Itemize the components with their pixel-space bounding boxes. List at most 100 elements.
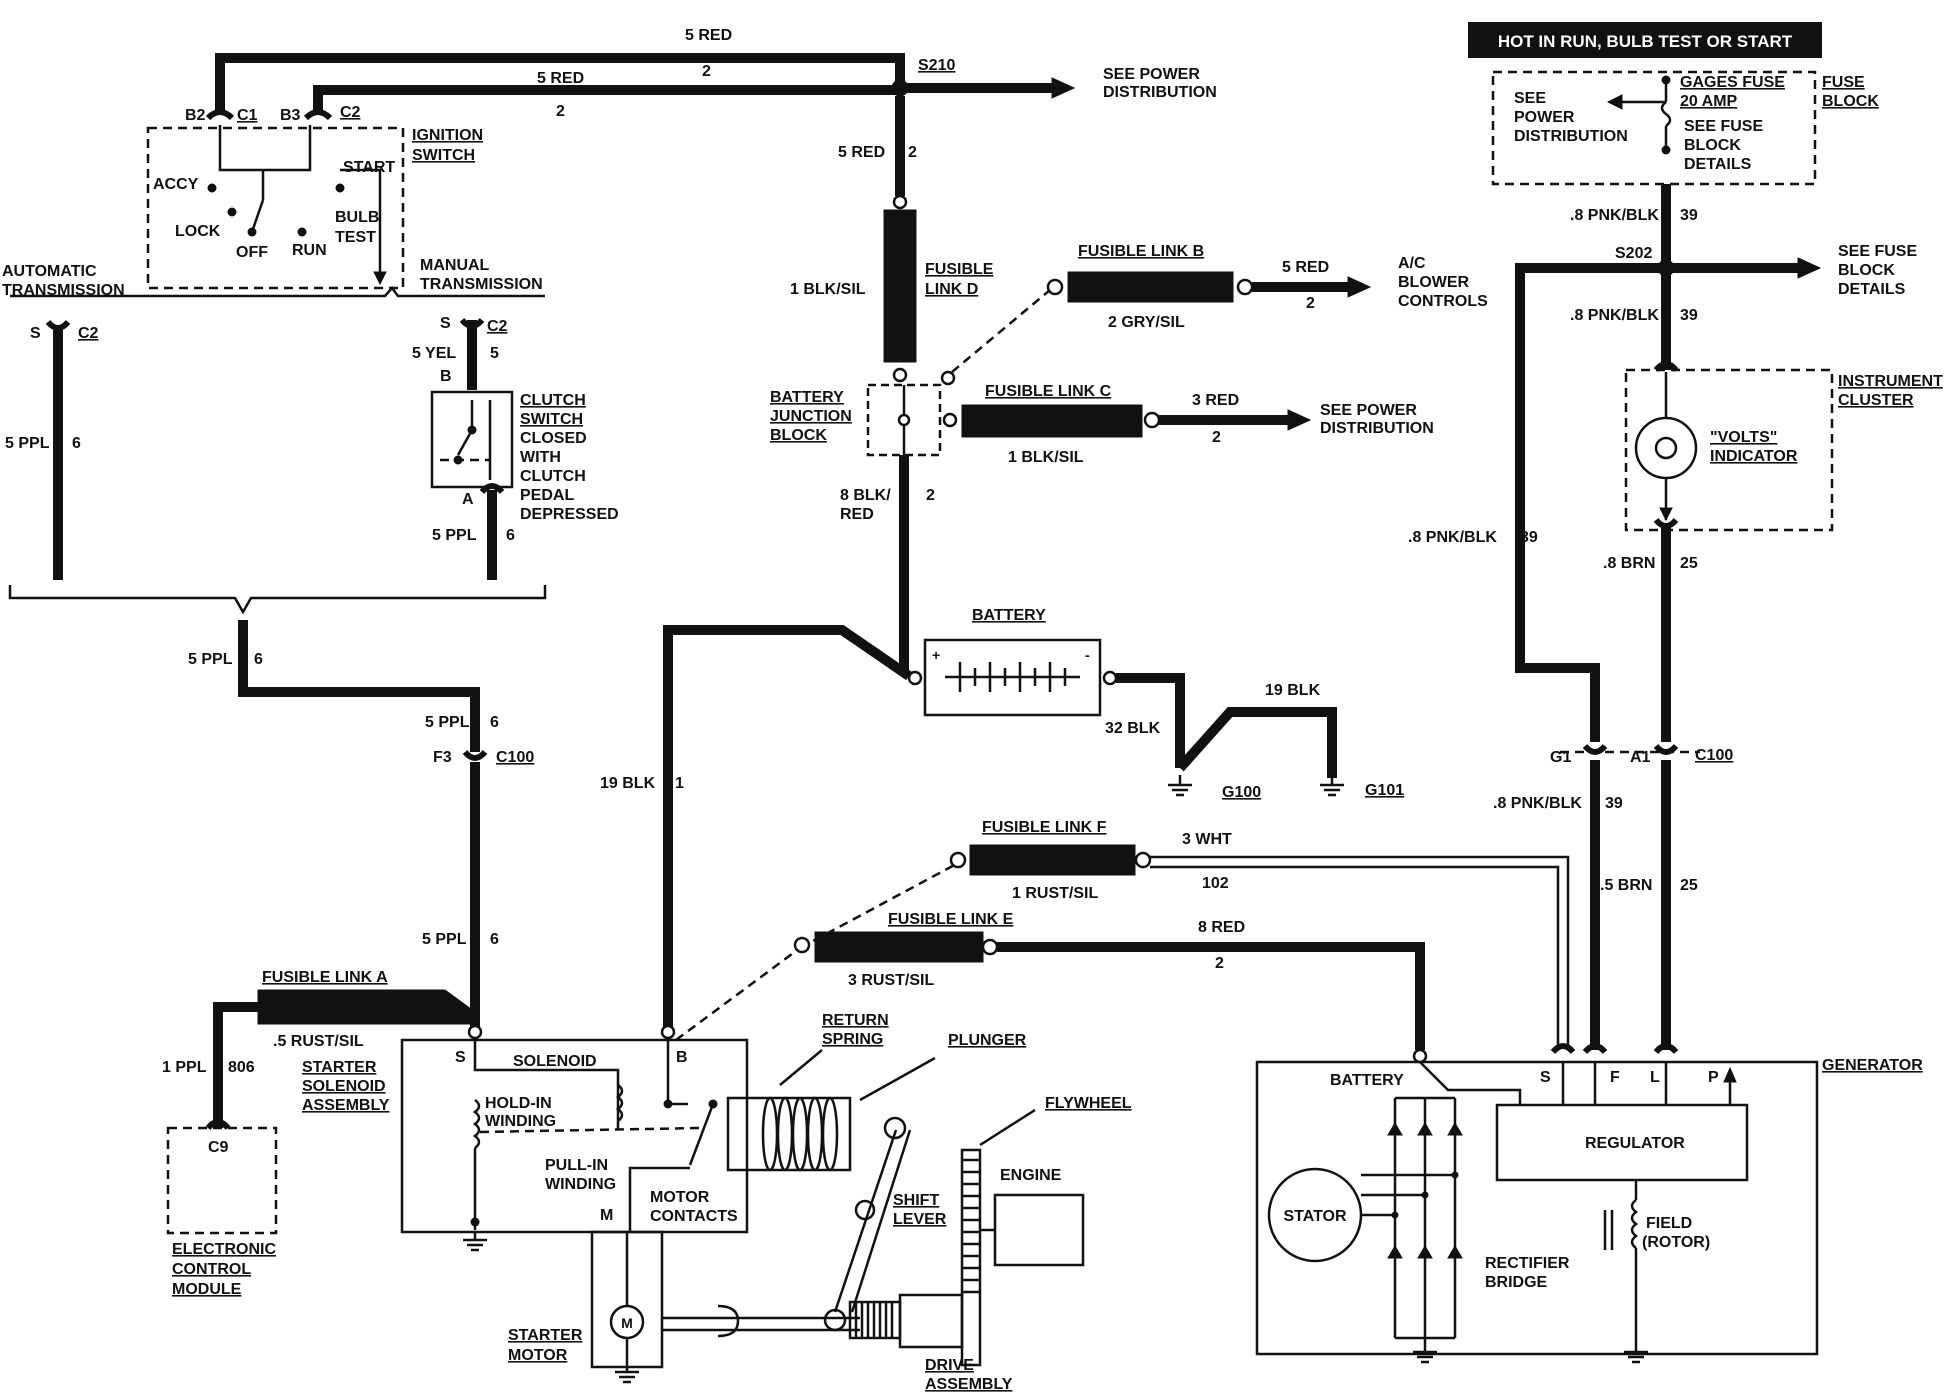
wire-5red-mid (313, 85, 900, 112)
return-spring (761, 1096, 839, 1172)
label-test: TEST (335, 229, 376, 246)
volts-coil (1654, 436, 1678, 460)
label-c2-ign: C2 (340, 104, 361, 121)
leader-flywheel (979, 1108, 1036, 1147)
label-19blk-left-num: 1 (675, 775, 684, 792)
clutch-blade (456, 429, 474, 456)
field-coil (1630, 1199, 1639, 1249)
motor-ground (615, 1370, 639, 1384)
label-5ppl-clutch-num: 6 (506, 527, 515, 544)
battery-neg-terminal (1102, 670, 1118, 686)
generator-ground-1 (1413, 1338, 1437, 1364)
label-drive-1: DRIVE (925, 1357, 974, 1374)
label-flywheel: FLYWHEEL (1045, 1095, 1132, 1112)
label-off: OFF (236, 244, 268, 261)
wire-3wht-b (1150, 865, 1560, 1050)
label-field-1: FIELD (1646, 1215, 1692, 1232)
label-automatic-trans: TRANSMISSION (2, 282, 125, 299)
shift-lever-pivot (854, 1199, 876, 1221)
label-5red-vert: 5 RED (838, 144, 885, 161)
label-brn-top: .8 BRN (1603, 555, 1655, 572)
label-see-power-dist-1: SEE POWER (1103, 66, 1200, 83)
regulator-box (1495, 1103, 1749, 1182)
label-3wht: 3 WHT (1182, 831, 1232, 848)
node-link-b-right (1236, 278, 1254, 296)
gen-bat-lead (1419, 1061, 1522, 1105)
fusible-link-a (257, 989, 476, 1025)
label-5red-vert-num: 2 (908, 144, 917, 161)
leader-plunger (859, 1056, 936, 1102)
label-1ppl-num: 806 (228, 1059, 255, 1076)
label-5red-mid-num: 2 (556, 103, 565, 120)
solenoid-ground (463, 1232, 487, 1252)
node-top-link-d (892, 194, 908, 210)
motor-contact-m-line (628, 1166, 690, 1232)
solenoid-box (400, 1038, 749, 1234)
label-c100-left: C100 (496, 749, 534, 766)
label-c1: C1 (237, 107, 258, 124)
wire-8red (997, 942, 1425, 1050)
flywheel (960, 1148, 982, 1367)
label-gry-sil-b: 2 GRY/SIL (1108, 314, 1185, 331)
header-title: HOT IN RUN, BULB TEST OR START (1498, 32, 1793, 51)
switch-start-line (340, 168, 382, 278)
switch-contact-lock (227, 207, 237, 217)
label-g101: G101 (1365, 782, 1404, 799)
label-see-pd-fb-2: POWER (1514, 109, 1575, 126)
label-fusible-f: FUSIBLE LINK F (982, 819, 1107, 836)
label-clutch-2: SWITCH (520, 411, 583, 428)
wire-5ppl-join (238, 620, 480, 752)
label-hold-in-2: WINDING (485, 1113, 556, 1130)
label-ignition-switch-1: IGNITION (412, 127, 483, 144)
label-b3: B3 (280, 107, 301, 124)
label-gages-fuse-2: 20 AMP (1680, 93, 1738, 110)
label-clutch-4: WITH (520, 449, 561, 466)
label-gen-battery: BATTERY (1330, 1072, 1404, 1089)
label-fuse-block-1: FUSE (1822, 74, 1865, 91)
label-bulb: BULB (335, 209, 379, 226)
label-5red-mid: 5 RED (537, 70, 584, 87)
arrow-see-power-fb (1606, 94, 1623, 110)
label-c9: C9 (208, 1139, 229, 1156)
motor-contact-blade (688, 1103, 715, 1166)
node-bottom-link-d (892, 367, 908, 383)
label-5ppl-left: 5 PPL (5, 435, 50, 452)
label-c2-mid: C2 (487, 318, 508, 335)
label-see-fb-det-1: SEE FUSE (1684, 118, 1763, 135)
generator-box (1255, 1060, 1819, 1356)
fusible-link-a-ecm: FUSIBLE LINK A .5 RUST/SIL 1 PPL 806 C9 … (162, 969, 476, 1298)
label-solenoid: SOLENOID (513, 1053, 597, 1070)
label-5ppl-lower-num: 6 (490, 931, 499, 948)
label-volts-2: INDICATOR (1710, 448, 1798, 465)
label-32blk: 32 BLK (1105, 720, 1161, 737)
connector-a-clutch (479, 483, 505, 495)
ground-g100 (1168, 775, 1192, 797)
label-pnk-top: .8 PNK/BLK (1570, 207, 1659, 224)
header-banner: HOT IN RUN, BULB TEST OR START (1468, 22, 1822, 58)
label-volts-1: "VOLTS" (1710, 429, 1777, 446)
label-bjb-3: BLOCK (770, 427, 827, 444)
cluster-arrow (1659, 507, 1673, 522)
label-5red-b-num: 2 (1306, 295, 1315, 312)
fuse-bottom-node (1661, 145, 1671, 155)
battery-plus: + (932, 647, 940, 663)
flywheel-teeth (962, 1158, 980, 1294)
label-generator: GENERATOR (1822, 1057, 1923, 1074)
label-shift-lever-2: LEVER (893, 1211, 947, 1228)
label-19blk-right: 19 BLK (1265, 682, 1321, 699)
label-gen-f: F (1610, 1069, 1620, 1086)
label-starter-sol-1: STARTER (302, 1059, 377, 1076)
shift-lever-a (833, 1129, 898, 1313)
connector-s-left (45, 319, 71, 331)
switch-contact-run (297, 227, 307, 237)
label-return-spring-1: RETURN (822, 1012, 889, 1029)
label-starter-motor-2: MOTOR (508, 1347, 568, 1364)
label-5ppl-left-num: 6 (72, 435, 81, 452)
upper-bracket (10, 286, 545, 298)
label-manual-trans: TRANSMISSION (420, 276, 543, 293)
label-lock: LOCK (175, 223, 221, 240)
label-a1: A1 (1630, 749, 1651, 766)
label-5ppl-join: 5 PPL (188, 651, 233, 668)
label-blk-sil-c: 1 BLK/SIL (1008, 449, 1084, 466)
